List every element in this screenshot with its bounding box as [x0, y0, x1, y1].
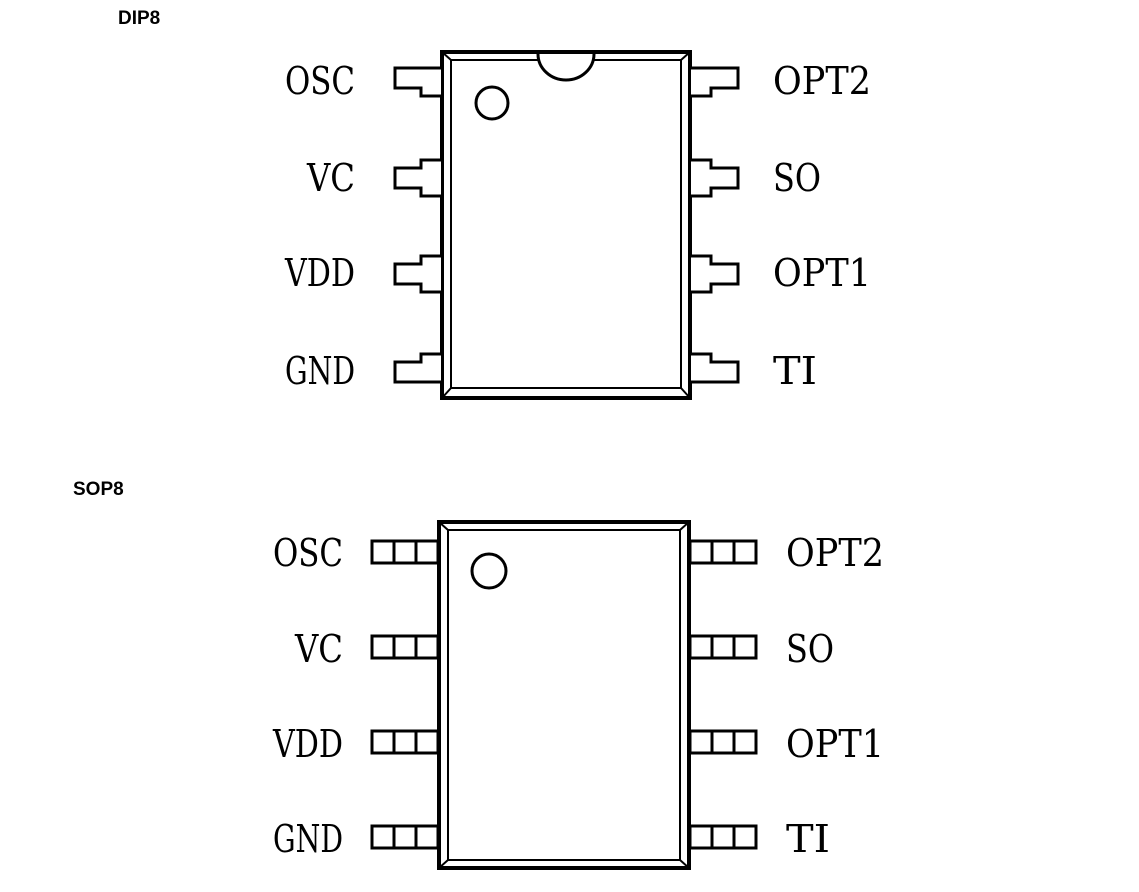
dip8-pin-3 [393, 254, 441, 294]
dip8-package-title: DIP8 [118, 8, 161, 29]
dip8-bevel [680, 51, 691, 61]
sop8-pin-8 [688, 539, 758, 565]
dip8-left-pin-label: GND [285, 349, 355, 393]
dip8-pin-7 [691, 158, 740, 198]
dip8-pin-6 [691, 254, 740, 294]
dip8-pin-2 [393, 158, 441, 198]
sop8-left-pin-label: VDD [272, 722, 343, 766]
sop8-right-pin-label: OPT2 [786, 531, 884, 575]
dip8-right-pin-label: OPT1 [773, 251, 871, 295]
sop8-package-title: SOP8 [73, 479, 124, 500]
dip8-pin-8 [691, 66, 740, 98]
sop8-bevel [679, 521, 690, 531]
sop8-left-pin-label: GND [273, 817, 343, 861]
sop8-bevel [679, 859, 690, 869]
sop8-pin-6 [688, 729, 758, 755]
sop8-right-pin-label: OPT1 [786, 722, 884, 766]
dip8-right-pin-label: OPT2 [773, 59, 871, 103]
sop8-pin-1 [370, 539, 440, 565]
sop8-pin-5 [688, 824, 758, 850]
dip8-pin-1 [393, 66, 441, 98]
sop8-bevel [438, 521, 449, 531]
dip8-bevel [441, 387, 452, 399]
dip8-right-pin-label: SO [773, 156, 821, 200]
dip8-orientation-notch [536, 53, 596, 82]
dip8-left-pin-label: VDD [284, 251, 355, 295]
sop8-pin1-marker [470, 552, 508, 590]
sop8-left-pin-label: OSC [273, 531, 343, 575]
sop8-right-pin-label: SO [786, 627, 834, 671]
sop8-right-pin-label: TI [786, 817, 830, 861]
sop8-left-pin-label: VC [294, 627, 343, 671]
dip8-right-pin-label: TI [773, 349, 817, 393]
sop8-bevel [438, 859, 449, 869]
sop8-pin-4 [370, 824, 440, 850]
sop8-pin-7 [688, 634, 758, 660]
dip8-package: OSC VC VDD GND OPT2 SO OPT1 TI [284, 50, 871, 400]
dip8-bevel [680, 387, 691, 399]
sop8-package: OSC VC VDD GND OPT2 SO OPT1 TI [272, 520, 884, 870]
dip8-pin-5 [691, 352, 740, 384]
sop8-pin-2 [370, 634, 440, 660]
sop8-body-inner [447, 529, 681, 861]
dip8-bevel [441, 51, 452, 61]
dip8-pin1-marker [474, 85, 510, 121]
dip8-left-pin-label: VC [306, 156, 355, 200]
dip8-pin-4 [393, 352, 441, 384]
dip8-left-pin-label: OSC [285, 59, 355, 103]
sop8-pin-3 [370, 729, 440, 755]
